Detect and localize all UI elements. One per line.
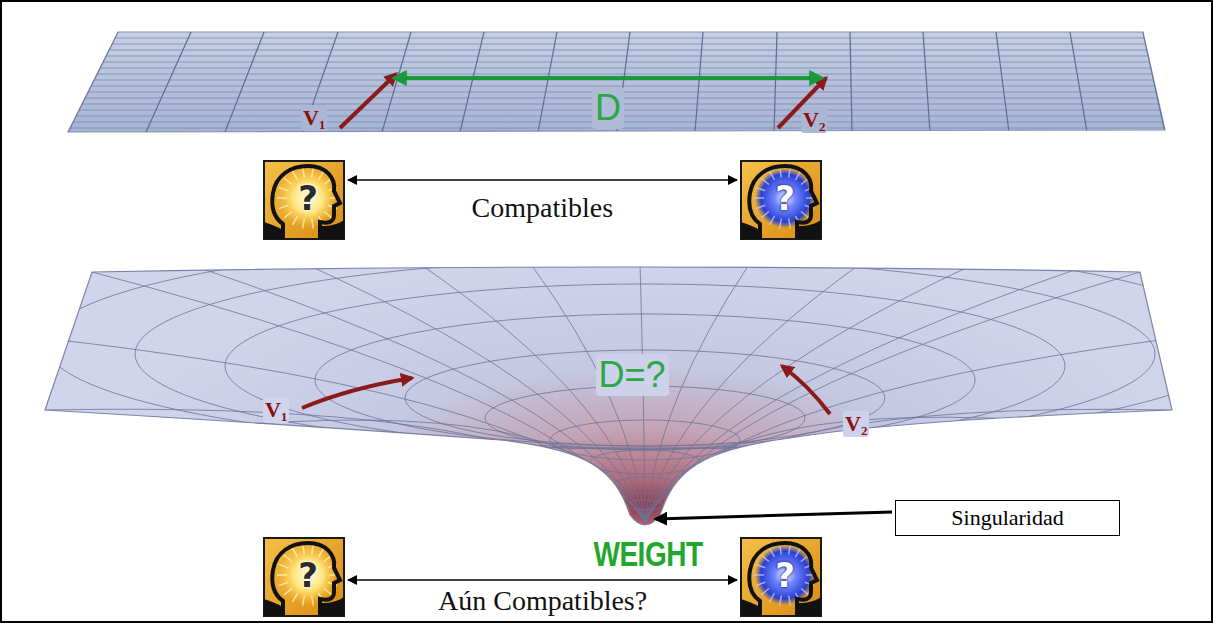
icon-ray bbox=[303, 596, 305, 606]
icon-frame bbox=[741, 161, 821, 239]
icon-ray bbox=[303, 544, 305, 554]
icon-ray bbox=[789, 596, 791, 606]
icon-frame bbox=[264, 161, 344, 239]
leader-arrow bbox=[656, 512, 892, 519]
icon-ray bbox=[780, 167, 782, 177]
icon-ray bbox=[754, 197, 764, 199]
icon-ray bbox=[284, 588, 292, 594]
edge-label: Aún Compatibles? bbox=[438, 586, 647, 617]
icon-ray bbox=[293, 171, 298, 180]
icon-ray bbox=[303, 167, 305, 177]
callout-box: Singularidad bbox=[895, 500, 1120, 536]
icon-ray bbox=[761, 588, 769, 594]
distance-label: D bbox=[592, 87, 624, 129]
icon-ray bbox=[319, 548, 324, 557]
flat-spacetime-plane bbox=[68, 32, 1165, 132]
icon-ray bbox=[279, 564, 288, 567]
shoulder-shape bbox=[799, 220, 821, 239]
icon-ray bbox=[293, 593, 298, 602]
icon-ray bbox=[279, 205, 288, 208]
shoulder-shape bbox=[264, 222, 281, 239]
callout-text: Singularidad bbox=[951, 505, 1063, 530]
vector-label: V₁ bbox=[263, 397, 289, 423]
icon-ray bbox=[780, 219, 782, 229]
icon-ray bbox=[756, 187, 765, 190]
question-mark: ? bbox=[775, 181, 795, 215]
velocity-arrow bbox=[302, 378, 412, 408]
icon-ray bbox=[761, 555, 769, 561]
compatibility-arrow bbox=[348, 179, 737, 181]
shoulder-shape bbox=[264, 599, 281, 616]
velocity-arrow bbox=[782, 366, 830, 414]
icon-ray bbox=[789, 219, 791, 229]
icon-ray bbox=[284, 211, 292, 217]
distance-label: D=? bbox=[596, 354, 669, 396]
icon-ray bbox=[770, 216, 775, 225]
vector-label: V₁ bbox=[301, 105, 327, 131]
shoulder-shape bbox=[741, 599, 758, 616]
question-mark: ? bbox=[775, 558, 795, 592]
icon-ray bbox=[780, 596, 782, 606]
icon-ray bbox=[796, 171, 801, 180]
icon-ray bbox=[319, 171, 324, 180]
icon-ray bbox=[754, 574, 764, 576]
icon-ray bbox=[293, 216, 298, 225]
icon-ray bbox=[277, 574, 287, 576]
icon-ray bbox=[789, 544, 791, 554]
plane-grid-lines bbox=[68, 32, 1165, 132]
icon-ray bbox=[312, 596, 314, 606]
distance-arrow bbox=[394, 76, 822, 80]
shoulder-shape bbox=[741, 222, 758, 239]
vector-label: V₂ bbox=[801, 107, 827, 133]
icon-ray bbox=[770, 593, 775, 602]
icon-ray bbox=[277, 197, 287, 199]
person-icon: ? bbox=[740, 537, 822, 617]
icon-ray bbox=[312, 544, 314, 554]
person-icon: ? bbox=[263, 537, 345, 617]
sheet-grid-spokes bbox=[45, 262, 1172, 522]
vector-label: V₂ bbox=[843, 411, 869, 437]
shoulder-shape bbox=[322, 597, 344, 616]
shoulder-shape bbox=[799, 597, 821, 616]
icon-ray bbox=[801, 211, 809, 217]
icon-ray bbox=[303, 219, 305, 229]
question-mark: ? bbox=[298, 558, 318, 592]
icon-ray bbox=[796, 548, 801, 557]
icon-ray bbox=[761, 178, 769, 184]
icon-ray bbox=[770, 548, 775, 557]
icon-ray bbox=[312, 167, 314, 177]
compatibility-arrow bbox=[348, 579, 737, 581]
icon-ray bbox=[284, 555, 292, 561]
icon-frame bbox=[741, 538, 821, 616]
icon-ray bbox=[756, 205, 765, 208]
shoulder-shape bbox=[322, 220, 344, 239]
person-icon: ? bbox=[740, 160, 822, 240]
icon-ray bbox=[324, 588, 332, 594]
velocity-arrow bbox=[340, 74, 396, 128]
weight-label: WEIGHT bbox=[594, 535, 703, 575]
icon-ray bbox=[284, 178, 292, 184]
icon-ray bbox=[312, 219, 314, 229]
icon-ray bbox=[756, 582, 765, 585]
icon-ray bbox=[770, 171, 775, 180]
person-icon: ? bbox=[263, 160, 345, 240]
icon-ray bbox=[756, 564, 765, 567]
icon-ray bbox=[780, 544, 782, 554]
edge-label: Compatibles bbox=[472, 193, 614, 224]
icon-ray bbox=[293, 548, 298, 557]
icon-ray bbox=[279, 187, 288, 190]
icon-ray bbox=[761, 211, 769, 217]
question-mark: ? bbox=[298, 181, 318, 215]
icon-ray bbox=[789, 167, 791, 177]
icon-ray bbox=[801, 588, 809, 594]
icon-frame bbox=[264, 538, 344, 616]
icon-ray bbox=[279, 582, 288, 585]
sheet-grid-rings bbox=[45, 239, 1213, 510]
icon-ray bbox=[324, 211, 332, 217]
